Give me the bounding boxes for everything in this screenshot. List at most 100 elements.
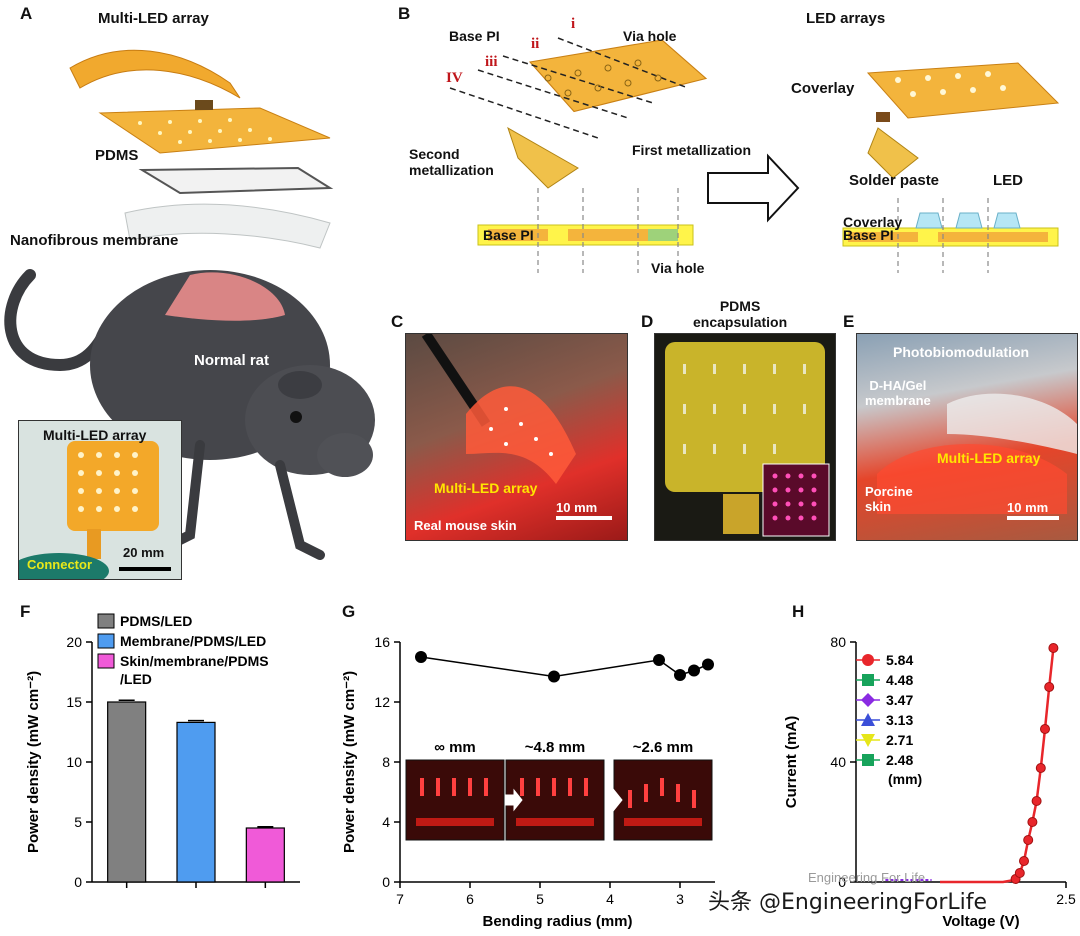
g-data-point [688,664,700,677]
connector-label: Connector [27,557,92,572]
g-inset-glow [416,818,494,826]
f-legend-label: Skin/membrane/PDMS/LED [120,653,269,687]
pdms-encapsulation-photo [654,333,836,541]
watermark-brand: Engineering For Life [808,870,926,885]
f-bar [107,701,147,883]
f-y-tick-label: 15 [66,694,82,710]
solder-paste-label: Solder paste [849,172,940,189]
g-y-tick-label: 4 [382,814,390,830]
base-pi-label: Base PI [449,28,500,44]
g-inset-led [644,784,648,802]
base-pi-cross-label: Base PI [483,227,534,243]
photobiomodulation-label: Photobiomodulation [893,344,1030,360]
h-legend-label: 3.47 [886,692,913,708]
multi-led-array-label: Multi-LED array [98,10,209,27]
h-data-point [1014,868,1025,878]
h-legend-label: 5.84 [886,652,913,668]
coverlay-label: Coverlay [791,80,855,97]
g-data-point [653,654,665,666]
h-data-point [1044,682,1055,692]
h-y-tick-label: 40 [830,754,846,770]
porcine-skin-label: Porcine skin [865,484,913,514]
h-y-axis-label: Current (mA) [783,716,800,809]
h-x-axis-label: Voltage (V) [942,913,1019,930]
f-y-axis-label: Power density (mW cm⁻²) [25,671,42,853]
f-y-tick-label: 5 [74,814,82,830]
g-inset-led [520,778,524,796]
panel-c-scale-label: 10 mm [556,500,598,515]
h-legend-unit: (mm) [888,771,922,787]
g-y-tick-label: 0 [382,874,390,890]
h-legend-label: 2.48 [886,752,913,768]
h-data-point [1023,835,1034,845]
porcine-skin-photo: Photobiomodulation D-HA/Gel membrane Mul… [856,333,1078,541]
pdms-encapsulation-photo-graphic [665,342,830,537]
panel-e-scale-label: 10 mm [1007,500,1049,515]
porcine-skin-photo-graphic [877,393,1077,520]
panel-b-letter: B [398,4,411,23]
g-inset-photo [405,759,505,841]
panel-c-letter: C [391,312,404,331]
panel-g-letter: G [342,602,356,621]
h-data-point [1027,817,1038,827]
g-inset-led [660,778,664,796]
g-data-point [415,651,427,663]
multi-led-array-photo: Multi-LED array Connector 20 mm [18,420,182,580]
real-mouse-skin-label: Real mouse skin [414,518,517,533]
g-inset-arrow [605,788,623,812]
g-data-point [548,670,560,683]
mouse-skin-photo: Multi-LED array Real mouse skin 10 mm [405,333,628,541]
pdms-encapsulation-label: PDMS encapsulation [693,298,788,330]
g-x-axis-label: Bending radius (mm) [482,913,632,930]
f-bar [176,721,216,883]
f-legend-label: PDMS/LED [120,613,192,629]
g-x-tick-label: 3 [676,891,684,907]
first-metallization-label: First metallization [632,142,752,158]
g-inset-led [692,790,696,808]
g-inset-label: ∞ mm [434,739,476,756]
g-inset-led [584,778,588,796]
g-y-tick-label: 8 [382,754,390,770]
g-x-tick-label: 4 [606,891,614,907]
g-data-point [674,669,686,681]
g-inset-glow [624,818,702,826]
h-data-point [1040,724,1050,734]
second-metallization-label: Second metallization [409,146,494,178]
g-inset-glow [516,818,594,826]
rat-illustration [4,269,375,560]
panel-e-letter: E [843,312,855,331]
g-inset-led [420,778,424,796]
h-y-tick-label: 80 [830,634,846,650]
inset-scale-label: 20 mm [123,545,165,560]
multi-led-array-photo-graphic [19,441,171,579]
h-data-point [1031,796,1042,806]
pdms-label: PDMS [95,147,139,164]
f-y-tick-label: 20 [66,634,82,650]
f-legend-swatch [97,633,115,649]
roman-i-label: i [571,16,576,32]
panel-a-exploded-illustration [69,49,334,249]
g-inset-led [568,778,572,796]
h-legend-label: 2.71 [886,732,913,748]
d-ha-gel-membrane-label: D-HA/Gel membrane [865,378,931,408]
g-inset-label: ~4.8 mm [525,739,585,756]
g-inset-led [452,778,456,796]
inset-title: Multi-LED array [43,427,147,443]
panel-f-letter: F [20,602,31,621]
g-x-tick-label: 7 [396,891,404,907]
g-inset-led [468,778,472,796]
panel-a-letter: A [20,4,33,23]
h-x-tick-label: 2.5 [1056,891,1076,907]
f-bar [245,827,285,883]
normal-rat-label: Normal rat [194,352,270,369]
roman-iv-label: IV [446,70,463,86]
coverlay-cross-label: Coverlay [843,214,903,230]
g-inset-led [676,784,680,802]
via-hole-cross-label: Via hole [651,260,705,276]
led-arrays-label: LED arrays [806,10,886,27]
g-y-tick-label: 16 [374,634,390,650]
h-y-tick-label: 0 [838,874,846,890]
h-series-line [940,647,1055,884]
